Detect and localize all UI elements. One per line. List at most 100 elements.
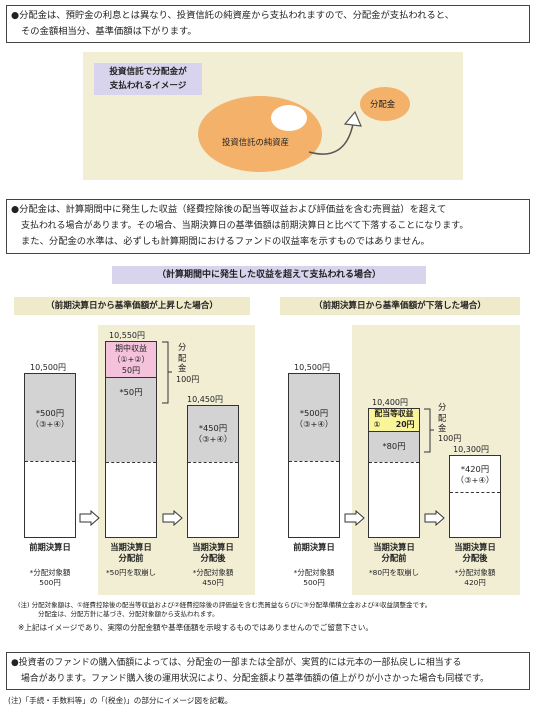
left-caption-3-2: 分配後 [200,553,226,563]
explanation-box: ●分配金は、計算期間中に発生した収益（経費控除後の配当等収益および評価益を含む売… [6,199,530,254]
left-bracket-2: 配 [178,352,187,363]
purchase-note-box: ●投資者のファンドの購入価額によっては、分配金の一部または全部が、実質的には元本… [6,652,530,690]
left-mid-pink-3: 50円 [121,366,141,375]
right-prev-inner-1: *500円 [299,408,329,418]
left-caption-2: 当期決算日 分配前 [98,542,164,564]
footnote-2: 分配金は、分配方針に基づき、分配対象額から支払われます。 [38,610,219,618]
left-prev-dash [25,461,75,462]
left-after-bar: *450円 （③+④） [187,405,239,538]
right-note-1-1: *分配対象額 [293,568,335,577]
section-title: （計算期間中に発生した収益を超えて支払われる場合） [112,266,426,284]
right-mid-bar: 配当等収益 ① 20円 *80円 [368,408,420,538]
right-mid-yellow-text: 配当等収益 ① 20円 [369,409,419,430]
left-mid-top-value: 10,550円 [109,331,145,340]
right-caption-2: 当期決算日 分配前 [361,542,427,564]
left-note-3-2: 450円 [202,578,224,587]
left-caption-2-1: 当期決算日 [110,542,152,552]
curved-arrow [308,123,354,155]
left-caption-1: 前期決算日 [29,542,71,552]
right-bracket-3: 金 [438,423,447,433]
left-after-gray [188,406,238,462]
explanation-line-3: また、分配金の水準は、必ずしも計算期間におけるファンドの収益率を示すものではあり… [21,236,430,247]
right-bracket [424,408,434,453]
left-note-3-1: *分配対象額 [192,568,234,577]
right-after-inner-1: *420円 [460,464,490,474]
left-after-inner-1: *450円 [198,423,228,433]
right-caption-3: 当期決算日 分配後 [442,542,508,564]
left-note-1: *分配対象額 500円 [18,568,82,588]
explanation-line-1: ●分配金は、計算期間中に発生した収益（経費控除後の配当等収益および評価益を含む売… [11,204,447,215]
notice: ※上記はイメージであり、実際の分配金額や基準価額を示唆するものではありませんので… [18,623,373,632]
left-caption-2-2: 分配前 [118,553,144,563]
left-note-1-2: 500円 [39,578,61,587]
right-arrow-1 [344,510,365,526]
right-after-dash [450,492,500,493]
left-after-inner: *450円 （③+④） [188,423,238,445]
left-mid-pink-2: （①+②） [112,355,150,364]
image-title-line-2: 支払われるイメージ [109,81,187,91]
curved-arrow-head [343,110,362,127]
left-header: （前期決算日から基準価額が上昇した場合） [14,297,250,315]
right-after-inner: *420円 （③+④） [450,464,500,486]
right-prev-value: 10,500円 [294,363,330,372]
left-note-3: *分配対象額 450円 [180,568,246,588]
right-caption-3-2: 分配後 [462,553,488,563]
left-prev-inner-2: （③+④） [30,419,70,429]
right-prev-inner: *500円 （③+④） [289,408,339,430]
right-note-1: *分配対象額 500円 [282,568,346,588]
right-note-3-2: 420円 [464,578,486,587]
left-mid-dash [106,462,156,463]
bottom-note: (注)「手続・手数料等」の「(税金)」の部分にイメージ図を記載。 [8,696,233,705]
right-prev-gray [289,374,339,461]
right-prev-inner-2: （③+④） [294,419,334,429]
footnote-1: (注) 分配対象額は、①経費控除後の配当等収益および②経費控除後の評価益を含む売… [18,601,432,609]
left-caption-3: 当期決算日 分配後 [180,542,246,564]
right-bracket-label: 分 配 金 [438,402,446,434]
left-caption-3-1: 当期決算日 [192,542,234,552]
right-header: （前期決算日から基準価額が下落した場合） [280,297,520,315]
right-mid-yellow-1: 配当等収益 [374,409,414,418]
right-after-value: 10,300円 [453,445,489,454]
left-mid-pink [106,342,156,378]
right-caption-3-1: 当期決算日 [454,542,496,552]
left-after-inner-2: （③+④） [193,434,233,444]
left-bracket-amount: 100円 [176,375,200,384]
left-prev-inner-1: *500円 [35,408,65,418]
left-mid-gray-text: *50円 [119,387,143,397]
right-caption-1: 前期決算日 [293,542,335,552]
right-after-bar: *420円 （③+④） [449,455,501,538]
right-after-inner-2: （③+④） [455,475,495,485]
left-bracket-3: 金 [178,363,187,373]
image-title-line-1: 投資信託で分配金が [109,67,187,77]
left-mid-pink-1: 期中収益 [115,344,147,353]
right-mid-gray [369,432,419,462]
right-bracket-1: 分 [438,402,447,412]
left-arrow-1 [79,510,100,526]
left-bracket [162,341,172,404]
right-prev-bar: *500円 （③+④） [288,373,340,538]
left-prev-value: 10,500円 [30,363,66,372]
left-after-value: 10,450円 [187,395,223,404]
right-arrow-2 [424,510,445,526]
right-prev-dash [289,461,339,462]
right-mid-yellow-2: ① 20円 [373,419,415,429]
right-bracket-amount: 100円 [438,434,462,443]
left-mid-gray [106,378,156,462]
right-note-3-1: *分配対象額 [454,568,496,577]
left-prev-inner: *500円 （③+④） [25,408,75,430]
left-note-1-1: *分配対象額 [29,568,71,577]
net-assets-ellipse [198,96,322,172]
left-mid-pink-text: 期中収益 （①+②） 50円 [106,343,156,376]
dividend-bubble [360,87,410,121]
intro-box: ●分配金は、預貯金の利息とは異なり、投資信託の純資産から支払われますので、分配金… [6,5,530,43]
purchase-line-1: ●投資者のファンドの購入価額によっては、分配金の一部または全部が、実質的には元本… [11,658,462,668]
left-arrow-2 [162,510,183,526]
explanation-line-2: 支払われる場合があります。その場合、当期決算日の基準価額は前期決算日と比べて下落… [21,221,469,231]
left-note-2: *50円を取崩し [105,568,157,577]
dividend-bubble-label: 分配金 [370,99,396,109]
right-bracket-2: 配 [438,412,447,423]
intro-line-1: ●分配金は、預貯金の利息とは異なり、投資信託の純資産から支払われますので、分配金… [11,10,455,21]
purchase-line-2: 場合があります。ファンド購入後の運用状況により、分配金額より基準価額の値上がりが… [21,674,489,684]
right-mid-yellow [369,409,419,432]
left-prev-gray [25,374,75,461]
